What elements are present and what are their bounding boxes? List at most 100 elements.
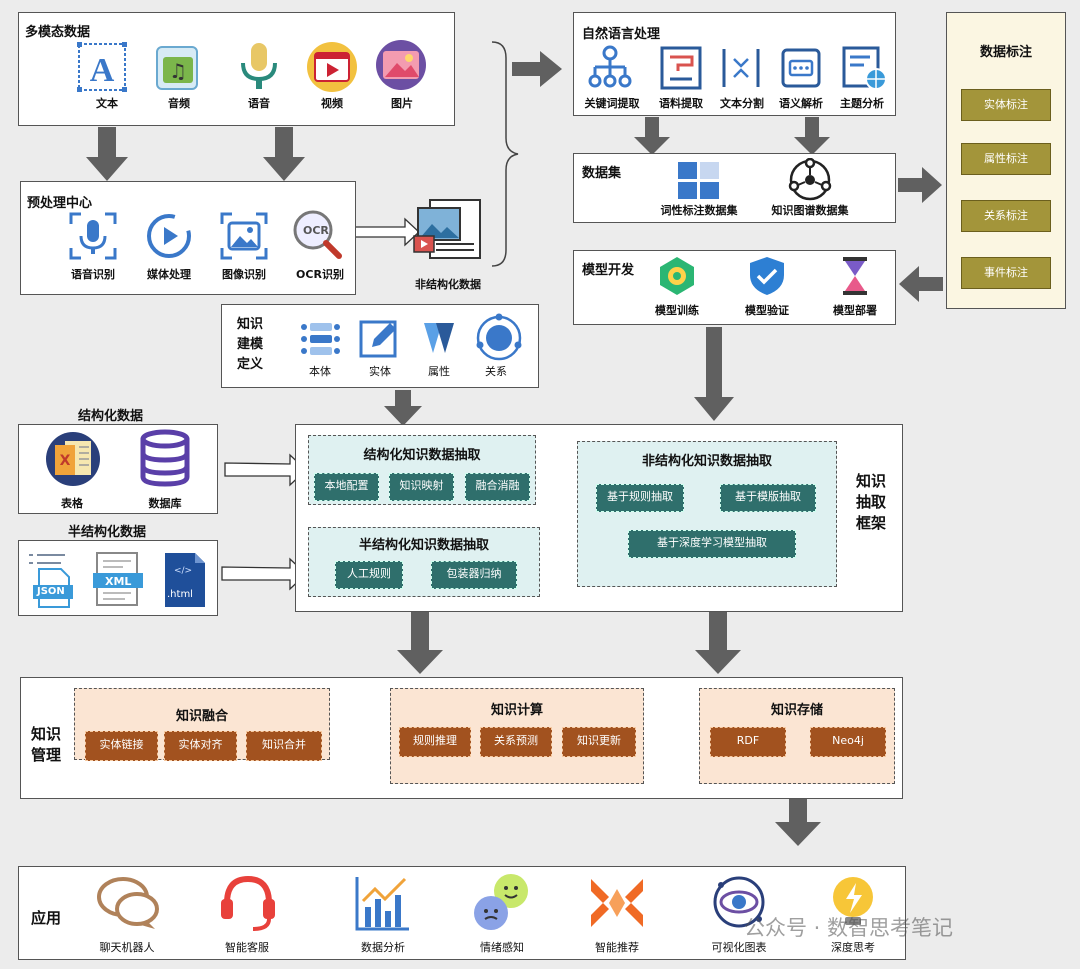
entity-alignment: 实体对齐 (164, 731, 237, 761)
smart-recommend-label: 智能推荐 (595, 941, 639, 954)
applications-title: 应用 (31, 909, 62, 927)
arrow-down (694, 327, 734, 421)
xml-file-icon (93, 552, 143, 606)
semistructured-title: 半结构化数据 (68, 525, 147, 540)
visualization-icon (713, 876, 765, 928)
knowledge-mapping: 知识映射 (389, 473, 454, 501)
arrow-right-outline (354, 217, 420, 247)
deep-thinking-icon (833, 877, 873, 925)
arrow-left (899, 266, 943, 302)
event-annotation: 事件标注 (961, 257, 1051, 289)
image-recognition-icon (220, 212, 268, 260)
ocr-label: OCR识别 (296, 268, 344, 281)
semistructured-extraction-group: 半结构化知识数据抽取 人工规则 包装器归纳 (308, 527, 540, 597)
manual-rules: 人工规则 (335, 561, 403, 589)
svg-text:</>: </> (174, 566, 192, 576)
preprocess-panel: 预处理中心 OCR 语音识别 媒体处理 图像识别 OCR识别 (20, 181, 356, 295)
model-training-label: 模型训练 (655, 304, 699, 317)
microphone-icon (241, 43, 277, 89)
group-title: 知识计算 (490, 703, 543, 718)
model-training-icon (660, 257, 694, 295)
fusion-elimination: 融合消融 (465, 473, 530, 501)
arrow-down (775, 792, 821, 846)
audio-label: 音频 (168, 97, 190, 110)
entity-edit-icon (359, 320, 397, 358)
corpus-extract-label: 语料提取 (659, 97, 703, 110)
knowledge-management-panel: 知识 管理 知识融合 实体链接 实体对齐 知识合并 知识计算 规则推理 关系预测… (20, 677, 903, 799)
image-label: 图片 (391, 97, 413, 110)
semistructured-data-panel: JSON XML </> .html (18, 540, 218, 616)
management-title: 知识 管理 (31, 725, 62, 764)
pos-dataset-icon (678, 162, 719, 199)
model-verify-icon (750, 257, 784, 295)
panel-title: 数据集 (582, 166, 622, 181)
group-title: 知识融合 (175, 709, 228, 724)
relation-label: 关系 (485, 365, 507, 378)
watermark: 公众号 · 数智思考笔记 (744, 916, 954, 940)
svg-text:♫: ♫ (169, 59, 187, 83)
speech-recognition-icon (69, 212, 117, 260)
entity-annotation: 实体标注 (961, 89, 1051, 121)
keyword-extract-label: 关键词提取 (584, 97, 640, 110)
entity-linking: 实体链接 (85, 731, 158, 761)
video-label: 视频 (321, 97, 343, 110)
annotation-panel: 数据标注 实体标注 属性标注 关系标注 事件标注 (946, 12, 1066, 309)
structured-data-panel: X 表格 数据库 (18, 424, 218, 514)
xml-file-text: XML (105, 575, 132, 588)
smart-recommend-icon (591, 879, 643, 927)
panel-title: 预处理中心 (27, 196, 93, 211)
hierarchy-icon (588, 45, 632, 88)
extraction-framework-panel: 知识 抽取 框架 结构化知识数据抽取 本地配置 知识映射 融合消融 半结构化知识… (295, 424, 903, 612)
structured-extraction-group: 结构化知识数据抽取 本地配置 知识映射 融合消融 (308, 435, 536, 505)
panel-title: 自然语言处理 (582, 27, 661, 42)
html-file-text: .html (167, 589, 193, 600)
chatbot-label: 聊天机器人 (99, 941, 155, 954)
entity-label: 实体 (369, 365, 391, 378)
text-split-icon (722, 49, 760, 87)
kg-dataset-label: 知识图谱数据集 (771, 204, 849, 217)
relation-icon (476, 313, 522, 361)
unstructured-extraction-group: 非结构化知识数据抽取 基于规则抽取 基于模版抽取 基于深度学习模型抽取 (577, 441, 837, 587)
topic-analysis-icon (842, 46, 887, 90)
arrow-right (898, 167, 942, 203)
customer-service-icon (221, 875, 275, 931)
chatbot-icon (97, 877, 159, 929)
json-file-icon (29, 554, 73, 608)
customer-service-label: 智能客服 (225, 941, 269, 954)
dataset-panel: 数据集 词性标注数据集 知识图谱数据集 (573, 153, 896, 223)
panel-title: 多模态数据 (25, 25, 91, 40)
attribute-label: 属性 (428, 365, 450, 378)
text-label: 文本 (96, 97, 118, 110)
arrow-right-outline (221, 557, 307, 591)
local-config: 本地配置 (314, 473, 379, 501)
template-based-extraction: 基于模版抽取 (720, 484, 816, 512)
audio-icon: ♫ (156, 46, 198, 90)
multimodal-panel: 多模态数据 A ♫ 文本 音频 语音 视频 图片 (18, 12, 455, 126)
html-file-icon: </> (165, 553, 205, 607)
image-icon (376, 40, 426, 90)
knowledge-graph-icon (788, 158, 832, 201)
ocr-icon (293, 210, 342, 259)
deep-learning-extraction: 基于深度学习模型抽取 (628, 530, 796, 558)
knowledge-storage-group: 知识存储 RDF Neo4j (699, 688, 895, 784)
media-processing-icon (147, 214, 191, 258)
arrow-down (397, 612, 443, 674)
wrapper-induction: 包装器归纳 (431, 561, 517, 589)
svg-text:A: A (90, 52, 115, 89)
arrow-down (634, 117, 670, 155)
applications-panel: 应用 聊天机器人 智能客服 数据分析 (18, 866, 906, 960)
knowledge-modeling-panel: 知识 建模 定义 本体 实体 属性 关系 (221, 304, 539, 388)
panel-title: 数据标注 (979, 45, 1032, 60)
panel-title: 模型开发 (582, 263, 635, 278)
structured-title: 结构化数据 (78, 409, 144, 424)
svg-text:X: X (60, 453, 71, 469)
document-extract-icon (660, 46, 702, 90)
speech-label: 语音 (248, 97, 270, 110)
model-dev-panel: 模型开发 模型训练 模型验证 模型部署 (573, 250, 896, 325)
knowledge-fusion-group: 知识融合 实体链接 实体对齐 知识合并 (74, 688, 330, 761)
unstructured-data-label: 非结构化数据 (415, 278, 481, 291)
data-analysis-label: 数据分析 (361, 941, 405, 954)
semantic-parse-label: 语义解析 (779, 97, 823, 110)
nlp-panel: 自然语言处理 关键词提取 语料提取 文本分割 语义解析 主题分析 (573, 12, 896, 116)
emotion-sense-icon (474, 874, 528, 930)
